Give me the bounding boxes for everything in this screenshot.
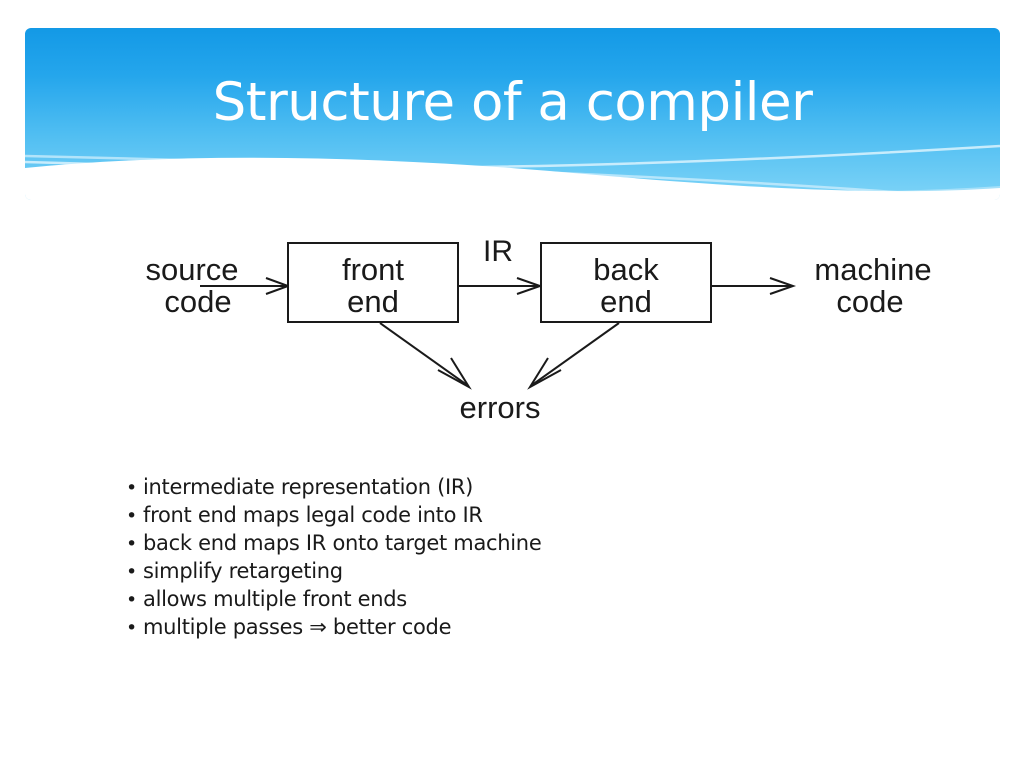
edge-back-to-errors bbox=[527, 322, 620, 390]
bullet-text: back end maps IR onto target machine bbox=[143, 531, 542, 555]
bullet-marker-icon: • bbox=[126, 477, 137, 499]
compiler-structure-diagram: source code front end bbox=[80, 228, 960, 438]
bullet-marker-icon: • bbox=[126, 533, 137, 555]
banner-wave-decoration bbox=[25, 144, 1000, 200]
diagram-node-back-end: back end bbox=[540, 242, 712, 323]
source-code-label-line2: code bbox=[164, 284, 231, 319]
list-item: • allows multiple front ends bbox=[126, 586, 826, 614]
title-banner: Structure of a compiler bbox=[25, 28, 1000, 200]
diagram-node-source-code: source code bbox=[145, 252, 238, 319]
bullet-marker-icon: • bbox=[126, 561, 137, 583]
bullet-marker-icon: • bbox=[126, 617, 137, 639]
bullet-text: allows multiple front ends bbox=[143, 587, 407, 611]
list-item: • intermediate representation (IR) bbox=[126, 474, 826, 502]
edge-front-to-errors bbox=[379, 322, 472, 390]
machine-code-label-line2: code bbox=[836, 284, 903, 319]
errors-label: errors bbox=[460, 390, 541, 425]
machine-code-label-line1: machine bbox=[814, 252, 931, 287]
bullet-text: multiple passes ⇒ better code bbox=[143, 615, 452, 639]
list-item: • back end maps IR onto target machine bbox=[126, 530, 826, 558]
edge-front-to-back: IR bbox=[458, 235, 544, 295]
front-end-label-line1: front bbox=[342, 252, 404, 287]
bullet-text: intermediate representation (IR) bbox=[143, 475, 474, 499]
diagram-node-errors: errors bbox=[460, 390, 541, 425]
bullet-marker-icon: • bbox=[126, 505, 137, 527]
back-end-label-line1: back bbox=[593, 252, 659, 287]
bullet-text: simplify retargeting bbox=[143, 559, 343, 583]
edge-back-to-machine bbox=[711, 277, 797, 295]
source-code-label-line1: source bbox=[145, 252, 238, 287]
bullet-text: front end maps legal code into IR bbox=[143, 503, 483, 527]
back-end-label-line2: end bbox=[600, 284, 652, 319]
bullet-marker-icon: • bbox=[126, 589, 137, 611]
diagram-node-machine-code: machine code bbox=[814, 252, 931, 319]
list-item: • multiple passes ⇒ better code bbox=[126, 614, 826, 642]
page-title: Structure of a compiler bbox=[212, 72, 813, 133]
front-end-label-line2: end bbox=[347, 284, 399, 319]
ir-edge-label: IR bbox=[483, 235, 513, 268]
list-item: • front end maps legal code into IR bbox=[126, 502, 826, 530]
diagram-node-front-end: front end bbox=[287, 242, 459, 323]
bullet-list: • intermediate representation (IR) • fro… bbox=[126, 474, 826, 642]
list-item: • simplify retargeting bbox=[126, 558, 826, 586]
